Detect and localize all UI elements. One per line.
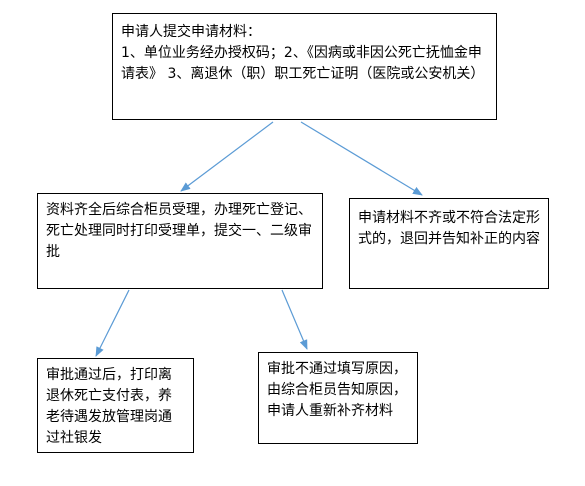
step-submit-application: 申请人提交申请材料： 1、单位业务经办授权码；2、《因病或非因公死亡抚恤金申请表…: [112, 13, 497, 120]
arrow-accept-to-approve: [95, 289, 130, 357]
step-approval-passed: 审批通过后，打印离退休死亡支付表，养老待遇发放管理岗通过社银发: [37, 358, 194, 453]
arrow-accept-to-rejected: [281, 289, 308, 350]
arrow-submit-to-accept: [180, 121, 274, 192]
step-approval-rejected: 审批不通过填写原因，由综合柜员告知原因，申请人重新补齐材料: [258, 352, 418, 444]
arrow-submit-to-reject: [300, 121, 423, 196]
step-accept-and-register: 资料齐全后综合柜员受理，办理死亡登记、死亡处理同时打印受理单，提交一、二级审批: [37, 193, 323, 289]
step-return-incomplete: 申请材料不齐或不符合法定形式的，退回并告知补正的内容: [349, 198, 549, 289]
